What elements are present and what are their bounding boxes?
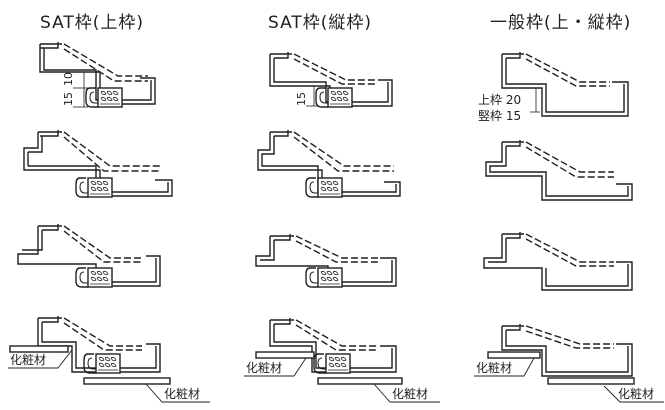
column-title-general: 一般枠(上・縦枠) bbox=[490, 13, 632, 33]
general-row2 bbox=[485, 140, 633, 201]
trim-label-2: 化粧材 bbox=[164, 387, 200, 401]
general-row3 bbox=[483, 232, 633, 291]
sat-top-row1 bbox=[39, 42, 156, 108]
column-title-sat-side: SAT枠(縦枠) bbox=[268, 13, 373, 33]
dim-sat-top-a: 15 bbox=[62, 92, 75, 106]
trim-label-6: 化粧材 bbox=[618, 387, 654, 401]
sat-top-row3 bbox=[17, 224, 161, 288]
trim-label-3: 化粧材 bbox=[246, 361, 282, 375]
dim-general-top: 上枠 20 bbox=[478, 93, 521, 107]
dim-sat-side: 15 bbox=[295, 92, 308, 106]
sat-side-row2 bbox=[257, 130, 401, 198]
trim-label-4: 化粧材 bbox=[392, 387, 428, 401]
sat-side-row4 bbox=[244, 318, 440, 403]
trim-label-5: 化粧材 bbox=[476, 361, 512, 375]
general-row4 bbox=[474, 324, 664, 403]
trim-label-1: 化粧材 bbox=[10, 353, 46, 367]
sat-top-row2 bbox=[23, 130, 173, 198]
sat-top-row4 bbox=[8, 316, 210, 403]
sat-side-row1 bbox=[269, 52, 393, 108]
dim-general-side: 竪枠 15 bbox=[478, 109, 521, 123]
column-title-sat-top: SAT枠(上枠) bbox=[40, 13, 145, 33]
sat-side-row3 bbox=[255, 234, 397, 288]
dim-sat-top-b: 10 bbox=[62, 72, 75, 86]
general-row1 bbox=[501, 52, 629, 117]
